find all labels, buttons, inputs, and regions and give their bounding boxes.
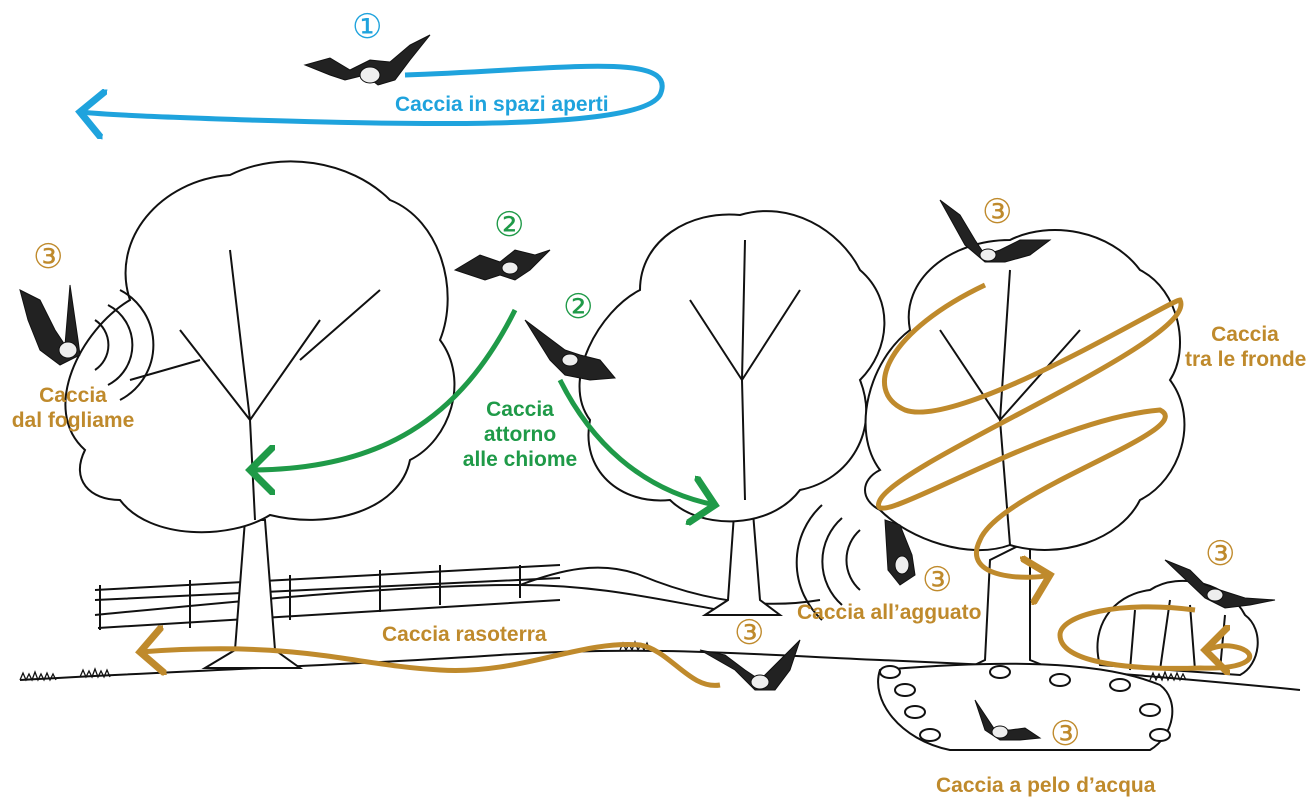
marker-3-fronds: ③ (982, 192, 1013, 232)
pond-icon (877, 662, 1174, 751)
marker-2-a: ② (494, 205, 525, 245)
label-foliage: Caccia dal fogliame (11, 384, 135, 432)
marker-3-foliage: ③ (33, 237, 64, 277)
marker-3-bush: ③ (1205, 534, 1236, 574)
bat-icon (1164, 559, 1276, 609)
open-space-path (80, 63, 665, 123)
grass-icon (19, 640, 1187, 682)
marker-3-water: ③ (1050, 714, 1081, 754)
bush-path (1057, 604, 1253, 669)
ground-path (140, 645, 721, 688)
tree-icon-left (64, 160, 456, 669)
bat-icon (884, 519, 916, 586)
marker-3-ground: ③ (734, 613, 765, 653)
tree-icon-center (578, 210, 886, 616)
label-ambush: Caccia all’agguato (797, 601, 982, 624)
bat-icon (19, 284, 81, 366)
bat-icon (699, 639, 801, 691)
fronds-path (875, 282, 1184, 577)
label-among-fronds: Caccia tra le fronde (1185, 323, 1307, 371)
fence-icon (94, 564, 561, 630)
label-water: Caccia a pelo d’acqua (936, 774, 1156, 797)
marker-3-ambush: ③ (922, 560, 953, 600)
label-open-space: Caccia in spazi aperti (395, 93, 609, 116)
canopy-path-1 (250, 308, 518, 470)
label-around-canopy: Caccia attorno alle chiome (462, 398, 578, 471)
marker-1: ① (352, 7, 383, 47)
bat-icon (524, 319, 617, 381)
label-ground: Caccia rasoterra (382, 623, 547, 646)
bat-icon (974, 699, 1042, 741)
bat-icon (303, 34, 431, 86)
marker-2-b: ② (563, 287, 594, 327)
bat-icon (453, 249, 551, 281)
sound-wave-icon (94, 289, 861, 621)
bat-icon (939, 199, 1052, 263)
canopy-path-2 (557, 378, 715, 505)
